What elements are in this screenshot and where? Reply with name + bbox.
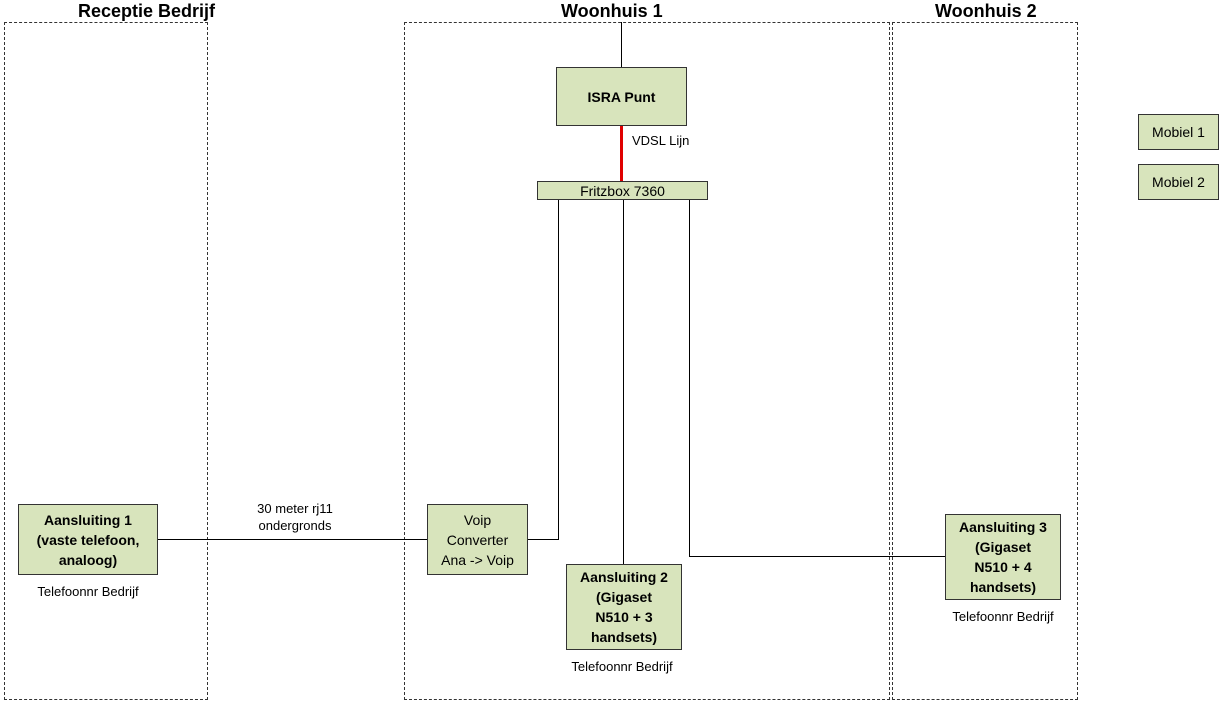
- aansluiting-2-box: Aansluiting 2 (Gigaset N510 + 3 handsets…: [566, 564, 682, 650]
- wire-fritz-to-aansluiting3-v: [689, 199, 690, 556]
- wire-incoming-isra: [621, 22, 622, 68]
- voip-converter-box: Voip Converter Ana -> Voip: [427, 504, 528, 575]
- vdsl-lijn-label: VDSL Lijn: [632, 133, 690, 148]
- zone-woonhuis-1: [404, 22, 890, 700]
- telefoonnr-label-2: Telefoonnr Bedrijf: [571, 659, 673, 674]
- zone-title-woonhuis-2: Woonhuis 2: [935, 1, 1037, 21]
- mobiel-1-box: Mobiel 1: [1138, 114, 1219, 150]
- mobiel-2-box: Mobiel 2: [1138, 164, 1219, 200]
- aansluiting-3-box: Aansluiting 3 (Gigaset N510 + 4 handsets…: [945, 514, 1061, 600]
- telefoonnr-label-3: Telefoonnr Bedrijf: [952, 609, 1054, 624]
- telefoonnr-label-1: Telefoonnr Bedrijf: [37, 584, 139, 599]
- wire-fritz-to-voip-h: [527, 539, 559, 540]
- wire-fritz-to-aansluiting3-h: [689, 556, 946, 557]
- fritzbox-7360-box: Fritzbox 7360: [537, 181, 708, 200]
- wire-fritz-to-aansluiting2: [623, 199, 624, 565]
- zone-receptie-bedrijf: [4, 22, 208, 700]
- wire-fritz-to-voip-v: [558, 199, 559, 540]
- zone-woonhuis-2: [892, 22, 1078, 700]
- wire-rj11-cable: [157, 539, 428, 540]
- isra-punt-box: ISRA Punt: [556, 67, 687, 126]
- rj11-cable-label: 30 meter rj11 ondergronds: [257, 501, 333, 533]
- zone-title-woonhuis-1: Woonhuis 1: [561, 1, 663, 21]
- aansluiting-1-box: Aansluiting 1 (vaste telefoon, analoog): [18, 504, 158, 575]
- wire-vdsl: [620, 125, 623, 182]
- zone-title-receptie-bedrijf: Receptie Bedrijf: [78, 1, 216, 21]
